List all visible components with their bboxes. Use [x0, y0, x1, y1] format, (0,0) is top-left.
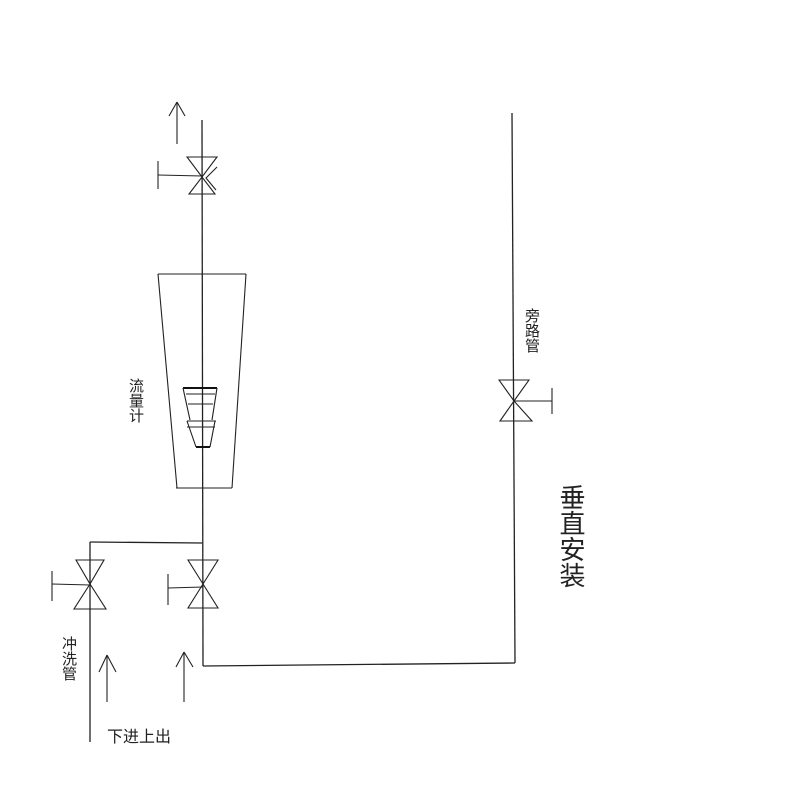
main-pipe: [201, 119, 204, 667]
flow-direction-label: 下进上出: [107, 727, 172, 746]
outlet-arrow-icon: [168, 101, 186, 144]
flush-connector-pipe: [89, 541, 203, 544]
flowmeter-label: 流量计: [127, 378, 145, 423]
outlet-valve-icon: [157, 156, 219, 195]
flush-valve-icon: [51, 559, 108, 610]
inlet-valve-icon: [167, 559, 219, 609]
bypass-pipe: [511, 112, 516, 664]
install-mode-label: 垂直安装: [555, 484, 585, 588]
flush-pipe-label: 冲洗管: [60, 636, 78, 681]
bottom-connector-pipe: [202, 662, 516, 667]
flowmeter-icon: [157, 273, 247, 489]
bypass-valve-icon: [497, 379, 553, 422]
inlet-arrow-right-icon: [175, 651, 194, 702]
inlet-arrow-left-icon: [98, 654, 117, 702]
bypass-pipe-label: 旁路管: [523, 308, 541, 353]
